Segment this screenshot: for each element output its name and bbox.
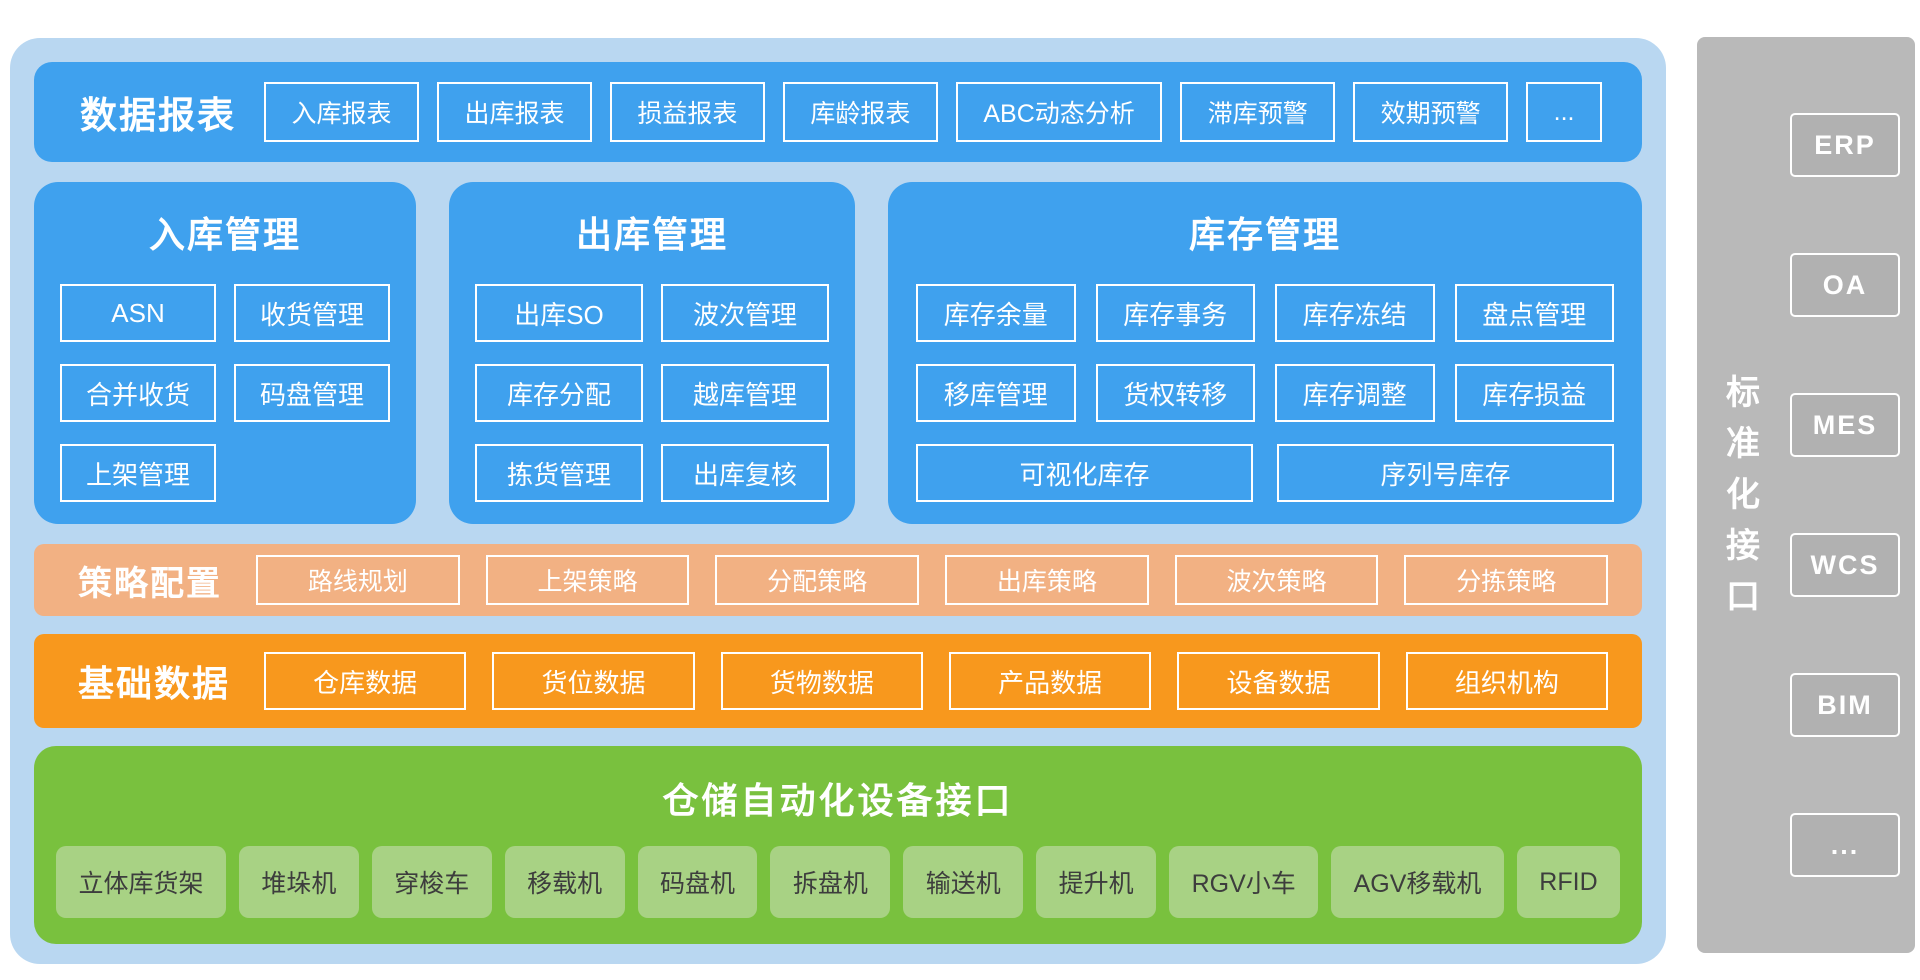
outbound-item: 波次管理 bbox=[661, 284, 829, 342]
strategy-item: 分配策略 bbox=[715, 555, 920, 605]
module-inventory-title: 库存管理 bbox=[1188, 214, 1341, 255]
strategy-item: 路线规划 bbox=[256, 555, 460, 605]
basic-data-item: 组织机构 bbox=[1405, 652, 1608, 710]
inventory-item: 库存余量 bbox=[916, 284, 1076, 342]
basic-data-bar-title: 基础数据 bbox=[78, 663, 231, 704]
automation-item: 穿梭车 bbox=[371, 846, 492, 918]
standard-interface-panel: 标准化接口 ERP OA MES WCS BIM... bbox=[1697, 37, 1915, 953]
module-outbound: 出库管理 出库SO 波次管理库存分配越库管理拣货管理出库复核 bbox=[449, 182, 855, 524]
inbound-item: 合并收货 bbox=[60, 364, 216, 422]
basic-data-item: 仓库数据 bbox=[264, 652, 467, 710]
module-inbound: 入库管理 ASN 收货管理合并收货码盘管理上架管理 bbox=[34, 182, 416, 524]
basic-data-item-list: 仓库数据货位数据货物数据产品数据设备数据组织机构 bbox=[264, 652, 1608, 710]
automation-item: 码盘机 bbox=[637, 846, 758, 918]
automation-item: AGV移载机 bbox=[1331, 846, 1504, 918]
module-inventory-items: 库存余量库存事务库存冻结盘点管理移库管理货权转移库存调整库存损益 bbox=[888, 284, 1642, 422]
strategy-item: 上架策略 bbox=[485, 555, 690, 605]
standard-interface-title: 标准化接口 bbox=[1726, 373, 1760, 616]
report-item: 损益报表 bbox=[609, 82, 765, 142]
module-inbound-title: 入库管理 bbox=[148, 214, 301, 255]
interface-item: ERP bbox=[1790, 113, 1900, 177]
report-item: 入库报表 bbox=[264, 82, 419, 142]
module-inventory: 库存管理 库存余量库存事务库存冻结盘点管理移库管理货权转移库存调整库存损益 可视… bbox=[888, 182, 1642, 524]
automation-item: RFID bbox=[1516, 846, 1621, 918]
inventory-item: 移库管理 bbox=[916, 364, 1076, 422]
basic-data-bar: 基础数据 仓库数据货位数据货物数据产品数据设备数据组织机构 bbox=[34, 634, 1642, 728]
inbound-item: 收货管理 bbox=[234, 284, 390, 342]
strategy-item: 分拣策略 bbox=[1404, 555, 1609, 605]
interface-item: BIM bbox=[1790, 673, 1900, 737]
outbound-item: 库存分配 bbox=[475, 364, 643, 422]
reports-bar-title: 数据报表 bbox=[80, 95, 236, 136]
inventory-wide-item: 序列号库存 bbox=[1277, 444, 1614, 502]
inventory-item: 库存损益 bbox=[1454, 364, 1614, 422]
inbound-item: 上架管理 bbox=[60, 444, 216, 502]
strategy-item-list: 路线规划上架策略分配策略出库策略波次策略分拣策略 bbox=[256, 555, 1609, 605]
report-item: 滞库预警 bbox=[1180, 82, 1336, 142]
interface-item: WCS bbox=[1790, 533, 1900, 597]
basic-data-item: 产品数据 bbox=[949, 652, 1152, 710]
inventory-item: 盘点管理 bbox=[1454, 284, 1614, 342]
report-item: ABC动态分析 bbox=[955, 82, 1163, 142]
module-outbound-title: 出库管理 bbox=[575, 214, 728, 255]
interface-item: OA bbox=[1790, 253, 1900, 317]
inventory-wide-item: 可视化库存 bbox=[916, 444, 1253, 502]
outbound-item: 出库SO bbox=[475, 284, 643, 342]
report-item: 效期预警 bbox=[1353, 82, 1509, 142]
outbound-item: 出库复核 bbox=[661, 444, 829, 502]
basic-data-item: 货物数据 bbox=[720, 652, 923, 710]
inbound-item: ASN bbox=[60, 284, 216, 342]
automation-item: RGV小车 bbox=[1169, 846, 1319, 918]
basic-data-item: 设备数据 bbox=[1177, 652, 1380, 710]
inventory-item: 库存调整 bbox=[1275, 364, 1435, 422]
automation-panel-title: 仓储自动化设备接口 bbox=[662, 780, 1014, 821]
reports-item-list: 入库报表出库报表损益报表库龄报表 ABC动态分析滞库预警效期预警... bbox=[264, 82, 1602, 142]
automation-item: 立体库货架 bbox=[56, 846, 226, 918]
automation-item: 拆盘机 bbox=[770, 846, 891, 918]
strategy-item: 波次策略 bbox=[1174, 555, 1379, 605]
automation-item: 堆垛机 bbox=[238, 846, 359, 918]
inventory-item: 库存事务 bbox=[1095, 284, 1255, 342]
strategy-bar-title: 策略配置 bbox=[78, 564, 222, 603]
strategy-bar: 策略配置 路线规划上架策略分配策略出库策略波次策略分拣策略 bbox=[34, 544, 1642, 616]
automation-item: 移载机 bbox=[504, 846, 625, 918]
reports-bar: 数据报表 入库报表出库报表损益报表库龄报表 ABC动态分析滞库预警效期预警... bbox=[34, 62, 1642, 162]
outbound-item: 越库管理 bbox=[661, 364, 829, 422]
report-item: ... bbox=[1526, 82, 1602, 142]
report-item: 库龄报表 bbox=[782, 82, 938, 142]
strategy-item: 出库策略 bbox=[945, 555, 1149, 605]
inventory-item: 货权转移 bbox=[1095, 364, 1255, 422]
module-inbound-items: ASN 收货管理合并收货码盘管理上架管理 bbox=[34, 284, 416, 502]
interface-item: MES bbox=[1790, 393, 1900, 457]
module-outbound-items: 出库SO 波次管理库存分配越库管理拣货管理出库复核 bbox=[449, 284, 855, 502]
basic-data-item: 货位数据 bbox=[492, 652, 695, 710]
outbound-item: 拣货管理 bbox=[475, 444, 643, 502]
interface-item: ... bbox=[1790, 813, 1900, 877]
automation-item: 提升机 bbox=[1036, 846, 1157, 918]
inbound-item: 码盘管理 bbox=[234, 364, 390, 422]
standard-interface-items: ERP OA MES WCS BIM... bbox=[1789, 37, 1915, 953]
report-item: 出库报表 bbox=[436, 82, 592, 142]
module-inventory-wide-items: 可视化库存序列号库存 bbox=[888, 444, 1642, 502]
inventory-item: 库存冻结 bbox=[1275, 284, 1435, 342]
automation-item: 输送机 bbox=[903, 846, 1024, 918]
